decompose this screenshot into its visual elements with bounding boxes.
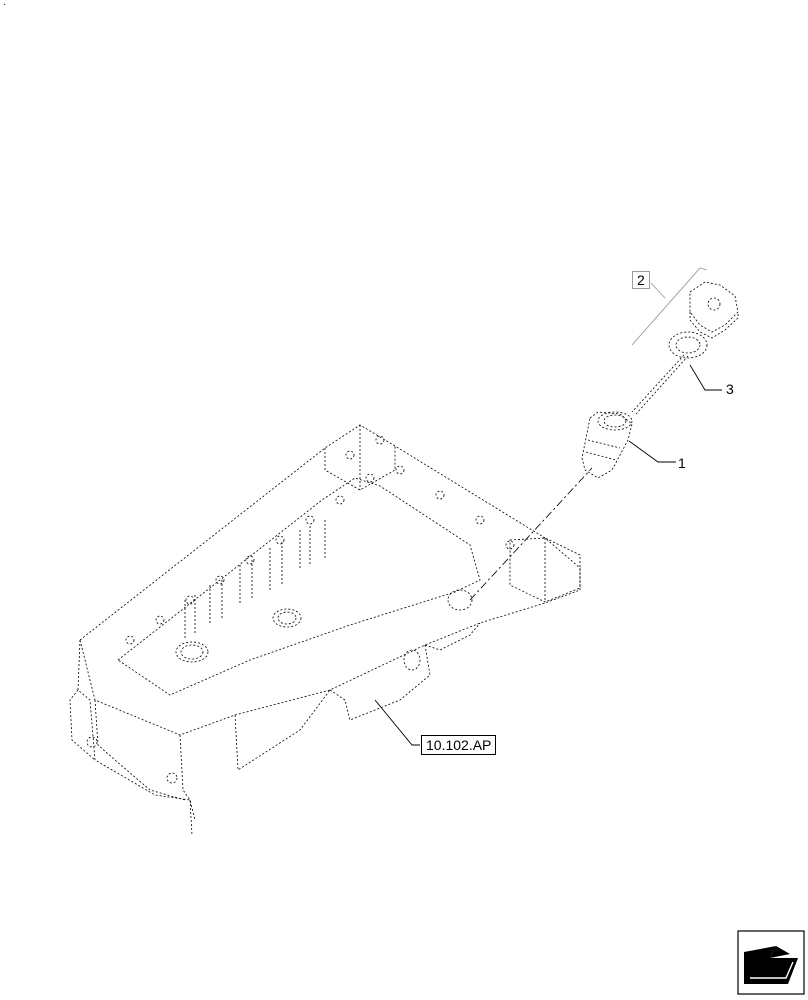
callout-part-3: 3 <box>726 381 734 397</box>
callout-part-2: 2 <box>632 271 650 289</box>
leader-line-part-1 <box>628 440 676 463</box>
group-bracket-part-2 <box>631 267 708 346</box>
reference-label[interactable]: 10.102.AP <box>421 735 497 755</box>
assembly-axis-line <box>469 467 593 601</box>
oil-pan-housing <box>69 424 581 836</box>
page-mark: · <box>3 0 7 10</box>
leader-line-part-3 <box>689 364 722 391</box>
dipstick-with-cap <box>631 281 739 415</box>
dipstick-tube <box>581 411 633 479</box>
callout-part-1: 1 <box>678 455 686 471</box>
leader-line-reference <box>374 699 420 746</box>
next-page-arrow-icon[interactable] <box>737 930 805 995</box>
